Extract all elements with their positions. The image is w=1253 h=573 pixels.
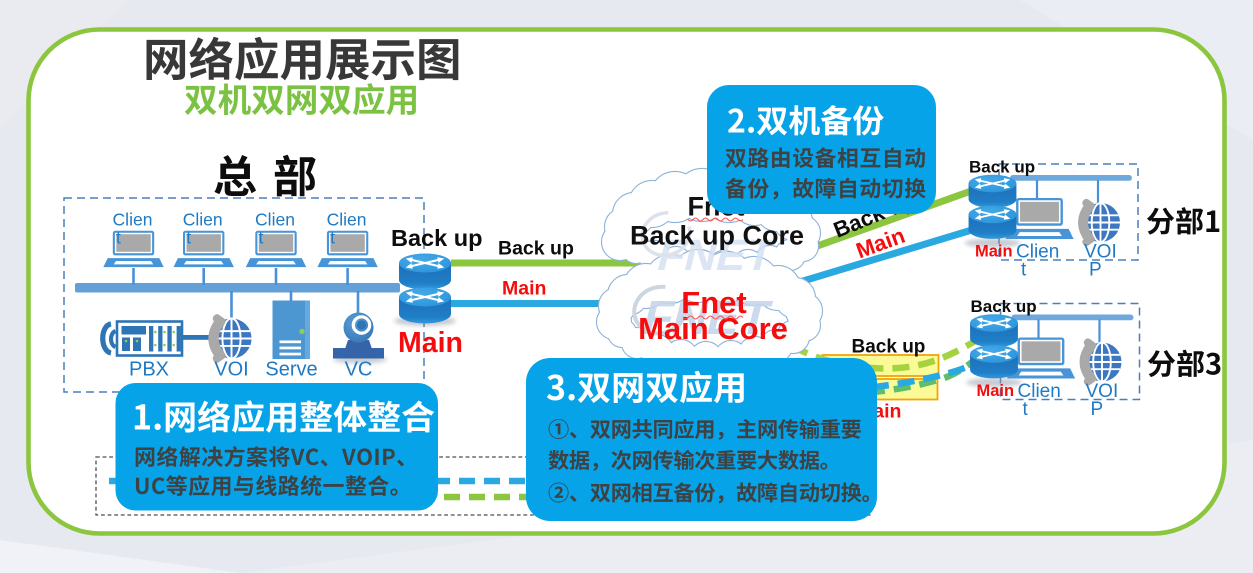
svg-text:t: t: [259, 228, 264, 248]
svg-text:PBX: PBX: [129, 359, 169, 381]
svg-text:VOI: VOI: [1084, 242, 1117, 263]
svg-text:t: t: [1023, 399, 1029, 420]
svg-text:Clien: Clien: [1018, 381, 1061, 402]
svg-text:P: P: [1091, 399, 1104, 420]
svg-text:t: t: [186, 228, 191, 248]
svg-text:Main Core: Main Core: [638, 311, 788, 346]
svg-text:Main: Main: [977, 382, 1015, 400]
svg-text:Clien: Clien: [113, 210, 153, 230]
svg-text:Clien: Clien: [255, 210, 295, 230]
svg-text:Back up Core: Back up Core: [630, 221, 804, 251]
svg-text:VOI: VOI: [214, 359, 248, 381]
svg-text:Clien: Clien: [1016, 242, 1059, 263]
svg-text:t: t: [116, 228, 121, 248]
svg-text:Back up: Back up: [391, 225, 482, 251]
svg-text:FNET: FNET: [653, 232, 780, 280]
svg-text:Fnet: Fnet: [681, 285, 746, 320]
svg-text:t: t: [330, 228, 335, 248]
svg-text:Back up: Back up: [498, 238, 574, 260]
svg-text:VOI: VOI: [1086, 381, 1119, 402]
svg-text:Clien: Clien: [327, 210, 367, 230]
svg-text:VC: VC: [345, 359, 373, 381]
svg-text:Back up: Back up: [971, 297, 1037, 316]
svg-text:Back up: Back up: [852, 337, 926, 358]
svg-text:P: P: [1089, 260, 1102, 281]
svg-text:t: t: [1021, 260, 1027, 281]
svg-text:Main: Main: [502, 278, 546, 300]
svg-text:Clien: Clien: [183, 210, 223, 230]
svg-text:Serve: Serve: [265, 359, 317, 381]
svg-text:Back up: Back up: [969, 158, 1035, 177]
svg-text:Main: Main: [975, 243, 1013, 261]
svg-text:Main: Main: [398, 327, 463, 359]
